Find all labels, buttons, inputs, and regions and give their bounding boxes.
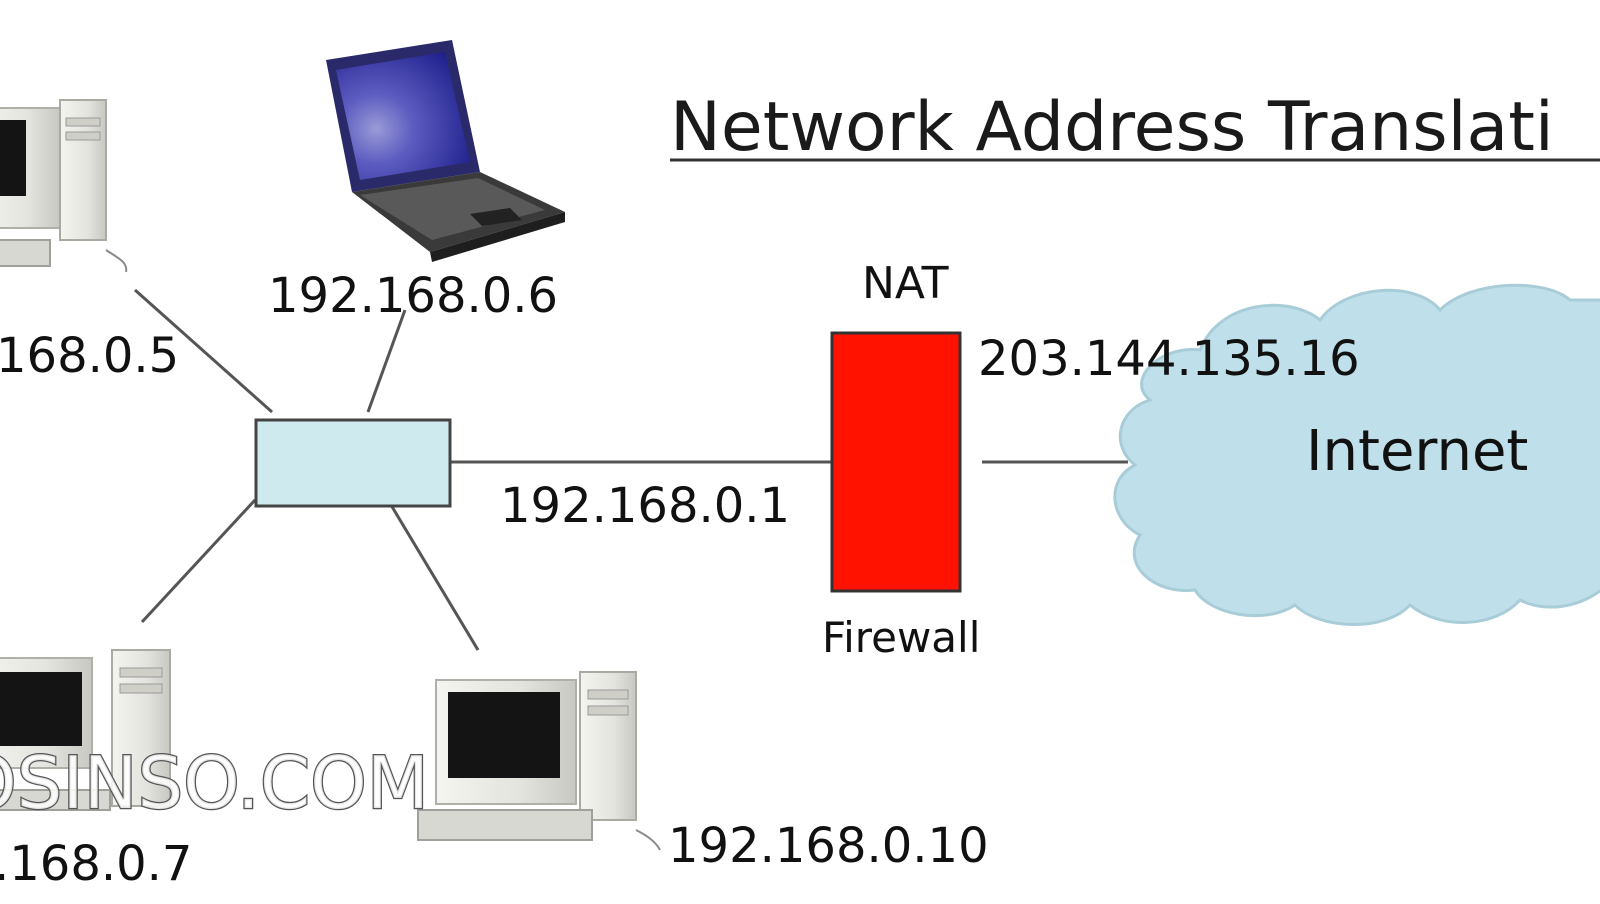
link-pc5-switch [134, 288, 273, 414]
internet-cloud [1113, 283, 1600, 626]
ip-label-pc-left-bottom: .168.0.7 [0, 836, 192, 892]
ip-label-laptop: 192.168.0.6 [268, 268, 558, 324]
nat-label: NAT [862, 258, 949, 309]
network-links [134, 288, 1128, 651]
cloud-icon [1113, 283, 1600, 626]
link-pc10-switch [386, 499, 480, 651]
ip-label-gateway-inside: 192.168.0.1 [500, 478, 790, 534]
link-pc7-switch [140, 498, 257, 624]
ip-label-pc-left-top: 168.0.5 [0, 328, 179, 384]
network-switch-icon [254, 418, 452, 508]
desktop-computer-icon [0, 99, 128, 273]
ip-label-gateway-outside: 203.144.135.16 [978, 331, 1360, 387]
desktop-computer-icon [417, 671, 661, 851]
internet-label: Internet [1306, 419, 1528, 484]
watermark-text: OSINSO.COM [0, 741, 429, 825]
link-laptop-switch [366, 309, 407, 413]
ip-label-pc-bottom-middle: 192.168.0.10 [668, 818, 989, 874]
firewall-icon [830, 331, 962, 593]
desktop-computer-icon [0, 649, 171, 811]
diagram-title: Network Address Translati [670, 88, 1554, 167]
laptop-icon [326, 40, 565, 262]
firewall-label: Firewall [822, 613, 980, 662]
